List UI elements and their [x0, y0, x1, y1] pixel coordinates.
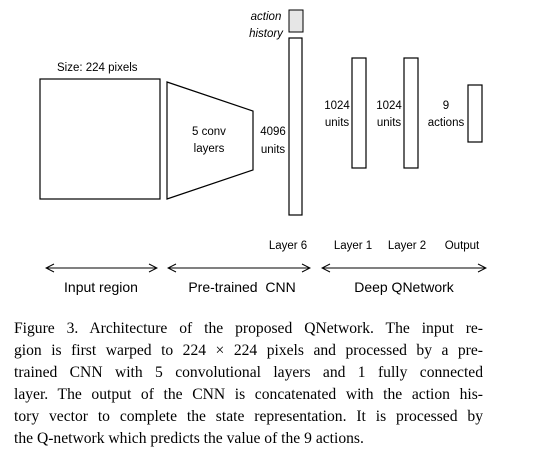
layer6-bar	[288, 37, 303, 216]
layer1-units-line1: 1024	[324, 100, 350, 112]
figure-caption: Figure 3. Architecture of the proposed Q…	[14, 318, 483, 450]
caption-line: gion is first warped to 224 × 224 pixels…	[14, 342, 483, 359]
pretrained-cnn-group-label: Pre-trained CNN	[188, 279, 295, 295]
caption-line: layer. The output of the CNN is concaten…	[14, 386, 483, 403]
input-region-box	[39, 78, 161, 200]
caption-line: Figure 3. Architecture of the proposed Q…	[14, 320, 483, 337]
conv-layers-label-line2: layers	[194, 143, 225, 155]
layer6-name-label: Layer 6	[269, 240, 307, 252]
output-units-line2: actions	[428, 117, 465, 129]
conv-layers-label-line1: 5 conv	[192, 126, 226, 138]
layer6-units-line2: units	[261, 144, 286, 156]
action-history-label-line1: action	[251, 11, 282, 23]
layer1-name-label: Layer 1	[334, 240, 372, 252]
caption-line: the Q-network which predicts the value o…	[14, 430, 364, 447]
action-history-box	[288, 9, 304, 33]
input-region-group-label: Input region	[64, 279, 138, 295]
output-bar	[467, 84, 483, 143]
layer2-bar	[403, 57, 419, 169]
qnetwork-architecture-diagram: Size: 224 pixels 5 conv layers 4096 unit…	[39, 9, 533, 295]
action-history-label-line2: history	[249, 28, 284, 40]
layer2-name-label: Layer 2	[388, 240, 426, 252]
layer2-units-line2: units	[377, 117, 402, 129]
output-units-line1: 9	[443, 100, 449, 112]
layer1-units-line2: units	[325, 117, 350, 129]
caption-line: trained CNN with 5 convolutional layers …	[14, 364, 483, 381]
input-size-label: Size: 224 pixels	[57, 62, 138, 74]
layer1-bar	[351, 57, 367, 169]
output-name-label: Output	[445, 240, 480, 252]
deep-qnetwork-group-label: Deep QNetwork	[354, 279, 455, 295]
layer6-units-line1: 4096	[260, 126, 286, 138]
caption-line: tory vector to complete the state repres…	[14, 408, 483, 425]
conv-layers-trapezoid	[166, 81, 254, 200]
layer2-units-line1: 1024	[376, 100, 402, 112]
